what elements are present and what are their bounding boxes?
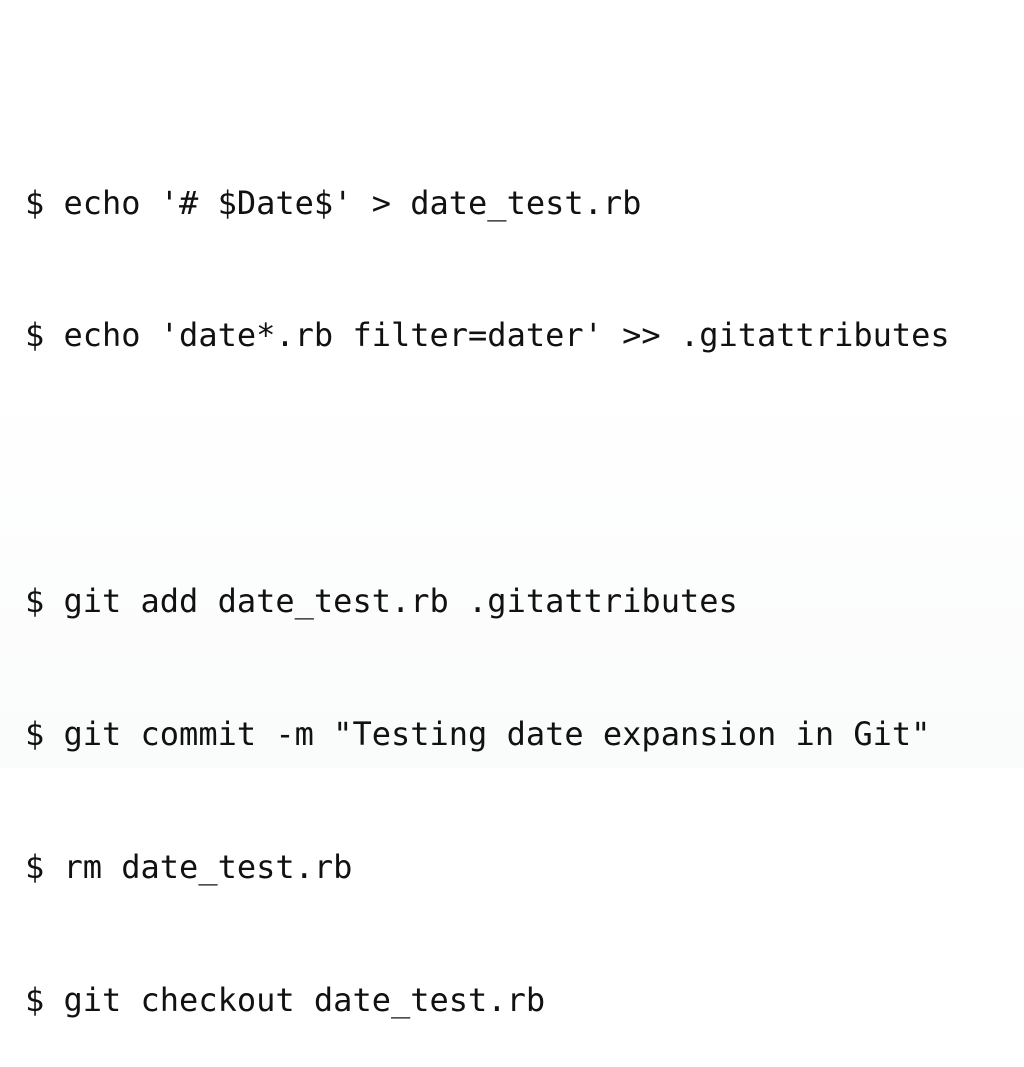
command-text: git commit -m "Testing date expansion in… xyxy=(63,715,931,754)
terminal-output: $ echo '# $Date$' > date_test.rb $ echo 'd… xyxy=(25,92,1015,1067)
command-line-5: $ rm date_test.rb xyxy=(25,845,1015,889)
command-text: rm date_test.rb xyxy=(63,848,353,887)
command-line-1: $ echo '# $Date$' > date_test.rb xyxy=(25,181,1015,225)
shell-prompt: $ xyxy=(25,980,45,1019)
command-line-2: $ echo 'date*.rb filter=dater' >> .gitatt… xyxy=(25,313,1015,357)
shell-prompt: $ xyxy=(25,183,45,222)
shell-prompt: $ xyxy=(25,715,45,754)
command-text: echo '# $Date$' > date_test.rb xyxy=(63,183,642,222)
shell-prompt: $ xyxy=(25,848,45,887)
command-text: git add date_test.rb .gitattributes xyxy=(63,582,738,621)
shell-prompt: $ xyxy=(25,582,45,621)
command-line-6: $ git checkout date_test.rb xyxy=(25,978,1015,1022)
command-line-3: $ git add date_test.rb .gitattributes xyxy=(25,579,1015,623)
command-line-4: $ git commit -m "Testing date expansion i… xyxy=(25,712,1015,756)
command-text: git checkout date_test.rb xyxy=(63,980,546,1019)
command-text: echo 'date*.rb filter=dater' >> .gitattr… xyxy=(63,316,950,355)
blank-line xyxy=(25,446,1015,490)
shell-prompt: $ xyxy=(25,316,45,355)
